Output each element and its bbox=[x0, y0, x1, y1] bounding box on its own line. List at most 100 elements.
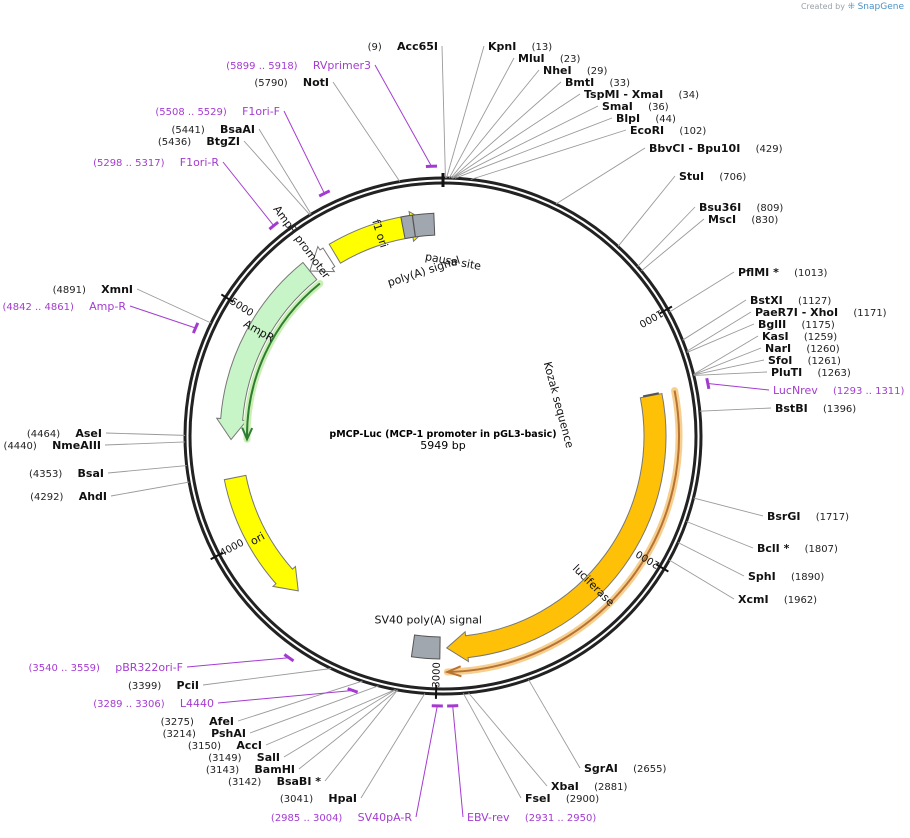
enzyme-bsu36i[interactable]: Bsu36I (809) bbox=[699, 196, 783, 215]
primer-f1ori-f[interactable]: (5508 .. 5529) F1ori-F bbox=[155, 100, 280, 119]
ampr-orf-arrowhead bbox=[241, 427, 254, 442]
enzyme-noti[interactable]: (5790) NotI bbox=[254, 71, 329, 90]
enzyme-stui[interactable]: StuI (706) bbox=[679, 165, 746, 184]
enzyme-pcii[interactable]: (3399) PciI bbox=[128, 674, 199, 693]
primer-marker[interactable] bbox=[318, 189, 331, 198]
enzyme-position: (1807) bbox=[805, 544, 838, 555]
snapgene-logo-icon: ⁜ bbox=[847, 2, 856, 12]
enzyme-blpi[interactable]: BlpI (44) bbox=[616, 107, 676, 126]
enzyme-bbvci-bpu10i[interactable]: BbvCI - Bpu10I (429) bbox=[649, 137, 783, 156]
primer-leader-line bbox=[186, 657, 289, 668]
enzyme-sfoi[interactable]: SfoI (1261) bbox=[768, 349, 841, 368]
enzyme-nmeaiii[interactable]: (4440) NmeAIII bbox=[4, 434, 101, 453]
primer-amp-r[interactable]: (4842 .. 4861) Amp-R bbox=[2, 295, 126, 314]
primer-l4440[interactable]: (3289 .. 3306) L4440 bbox=[93, 692, 214, 711]
enzyme-tspmi-xmai[interactable]: TspMI - XmaI (34) bbox=[584, 83, 699, 102]
enzyme-name: KpnI bbox=[488, 40, 516, 53]
enzyme-bsaai[interactable]: (5441) BsaAI bbox=[172, 118, 256, 137]
enzyme-kpni[interactable]: KpnI (13) bbox=[488, 35, 552, 54]
feature-luciferase[interactable] bbox=[445, 392, 667, 663]
enzyme-smai[interactable]: SmaI (36) bbox=[602, 95, 669, 114]
credit-brand: SnapGene bbox=[857, 2, 904, 12]
enzyme-bcli[interactable]: BclI * (1807) bbox=[757, 537, 838, 556]
primer-leader-line bbox=[374, 64, 432, 167]
tick-mark bbox=[655, 563, 669, 573]
enzyme-bstxi[interactable]: BstXI (1127) bbox=[750, 289, 831, 308]
tick-mark bbox=[210, 551, 224, 561]
primer-rvprimer3[interactable]: (5899 .. 5918) RVprimer3 bbox=[226, 54, 371, 73]
enzyme-nhei[interactable]: NheI (29) bbox=[543, 59, 607, 78]
enzyme-ahdi[interactable]: (4292) AhdI bbox=[30, 485, 107, 504]
enzyme-asei[interactable]: (4464) AseI bbox=[27, 422, 102, 441]
enzyme-acci[interactable]: (3150) AccI bbox=[188, 734, 262, 753]
enzyme-sali[interactable]: (3149) SalI bbox=[208, 746, 280, 765]
primer-marker[interactable] bbox=[705, 377, 711, 390]
feature-ori[interactable] bbox=[223, 474, 299, 592]
enzyme-name: SgrAI bbox=[584, 762, 618, 775]
enzyme-kasi[interactable]: KasI (1259) bbox=[762, 325, 837, 344]
enzyme-bsabi[interactable]: (3142) BsaBI * bbox=[228, 770, 321, 789]
enzyme-bamhi[interactable]: (3143) BamHI bbox=[206, 758, 295, 777]
primer-marker[interactable] bbox=[347, 687, 359, 694]
enzyme-afei[interactable]: (3275) AfeI bbox=[161, 710, 234, 729]
primer-lucnrev[interactable]: LucNrev (1293 .. 1311) bbox=[773, 379, 905, 398]
enzyme-leader-line bbox=[105, 432, 186, 436]
enzyme-name: SalI bbox=[257, 751, 280, 764]
primer-marker[interactable] bbox=[268, 221, 280, 231]
enzyme-paer7i-xhoi[interactable]: PaeR7I - XhoI (1171) bbox=[755, 301, 887, 320]
enzyme-mlui[interactable]: MluI (23) bbox=[518, 47, 581, 66]
enzyme-acc65i[interactable]: (9) Acc65I bbox=[368, 35, 438, 54]
enzyme-msci[interactable]: MscI (830) bbox=[708, 208, 778, 227]
feature-ampr[interactable] bbox=[215, 261, 318, 441]
enzyme-bstbi[interactable]: BstBI (1396) bbox=[775, 397, 856, 416]
enzyme-bsai[interactable]: (4353) BsaI bbox=[29, 462, 104, 481]
enzyme-name: EcoRI bbox=[630, 124, 664, 137]
enzyme-bsrgi[interactable]: BsrGI (1717) bbox=[767, 505, 849, 524]
enzyme-hpai[interactable]: (3041) HpaI bbox=[280, 787, 357, 806]
feature-pause-site[interactable] bbox=[411, 212, 436, 238]
enzyme-ecori[interactable]: EcoRI (102) bbox=[630, 119, 706, 138]
ampr-orf-arc[interactable] bbox=[246, 282, 321, 440]
enzyme-position: (5441) bbox=[172, 125, 205, 136]
primer-leader-line bbox=[129, 305, 196, 329]
primer-f1ori-r[interactable]: (5298 .. 5317) F1ori-R bbox=[93, 151, 219, 170]
enzyme-xcmi[interactable]: XcmI (1962) bbox=[738, 588, 817, 607]
enzyme-xbai[interactable]: XbaI (2881) bbox=[551, 775, 627, 794]
primer-leader-line bbox=[217, 689, 353, 704]
enzyme-bglii[interactable]: BglII (1175) bbox=[758, 313, 835, 332]
enzyme-pshai[interactable]: (3214) PshAI bbox=[163, 722, 246, 741]
enzyme-btgzi[interactable]: (5436) BtgZI bbox=[158, 130, 240, 149]
primer-pbr322ori-f[interactable]: (3540 .. 3559) pBR322ori-F bbox=[29, 656, 183, 675]
primer-sv40pa-r[interactable]: (2985 .. 3004) SV40pA-R bbox=[271, 806, 412, 825]
enzyme-position: (1263) bbox=[818, 368, 851, 379]
enzyme-leader-line bbox=[693, 371, 768, 376]
primer-marker[interactable] bbox=[283, 653, 295, 663]
enzyme-bmti[interactable]: BmtI (33) bbox=[565, 71, 630, 90]
feature-kozak-sequence[interactable] bbox=[642, 392, 659, 398]
enzyme-pflmi[interactable]: PflMI * (1013) bbox=[738, 261, 827, 280]
enzyme-sgrai[interactable]: SgrAI (2655) bbox=[584, 757, 666, 776]
primer-position: (4842 .. 4861) bbox=[2, 302, 74, 313]
feature-ampr-promoter[interactable] bbox=[309, 245, 336, 273]
enzyme-leader-line bbox=[202, 668, 332, 686]
enzyme-leader-line bbox=[110, 481, 190, 497]
enzyme-pluti[interactable]: PluTI (1263) bbox=[771, 361, 851, 380]
luciferase-orf-arc[interactable] bbox=[447, 390, 680, 673]
feature-label-sv40-poly-a-signal: SV40 poly(A) signal bbox=[375, 613, 482, 626]
enzyme-position: (4292) bbox=[30, 492, 63, 503]
enzyme-leader-line bbox=[462, 692, 522, 799]
enzyme-leader-line bbox=[693, 359, 765, 376]
enzyme-name: BlpI bbox=[616, 112, 640, 125]
feature-sv40-poly-a-signal[interactable] bbox=[410, 634, 441, 660]
enzyme-leader-line bbox=[686, 521, 754, 549]
enzyme-position: (1396) bbox=[823, 404, 856, 415]
enzyme-name: HpaI bbox=[328, 792, 357, 805]
enzyme-name: XmnI bbox=[101, 283, 133, 296]
enzyme-position: (23) bbox=[560, 54, 581, 65]
enzyme-fsei[interactable]: FseI (2900) bbox=[525, 787, 599, 806]
enzyme-sphi[interactable]: SphI (1890) bbox=[748, 565, 824, 584]
enzyme-xmni[interactable]: (4891) XmnI bbox=[53, 278, 133, 297]
enzyme-nari[interactable]: NarI (1260) bbox=[765, 337, 840, 356]
enzyme-position: (706) bbox=[719, 172, 746, 183]
primer-ebv-rev[interactable]: EBV-rev (2931 .. 2950) bbox=[467, 806, 596, 825]
